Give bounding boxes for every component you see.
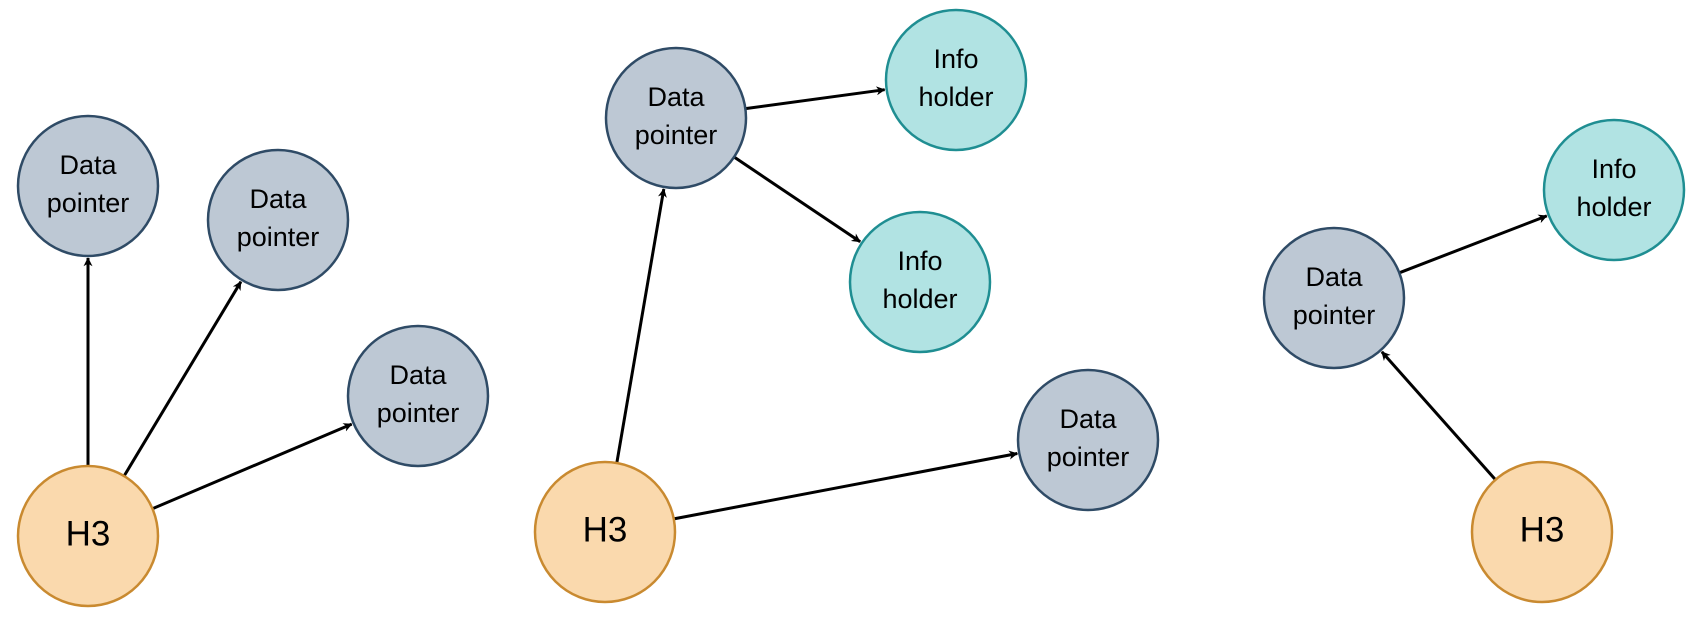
diagram-3-arrow-dp1-to-ih1 — [1398, 214, 1548, 275]
h3-circle — [533, 460, 677, 604]
data-pointer-circle — [604, 46, 748, 190]
info-holder-circle — [884, 8, 1028, 152]
diagram-1-h3-node: H3 — [16, 464, 160, 608]
data-pointer-label-line: Data — [1305, 262, 1363, 292]
diagram-2-info-holder-node: Info holder — [848, 210, 992, 354]
info-holder-label-line: holder — [1576, 192, 1651, 222]
diagram-1-data-pointer-node: Data pointer — [206, 148, 350, 292]
diagram-3-data-pointer-node: Data pointer — [1262, 226, 1406, 370]
data-pointer-circle — [1262, 226, 1406, 370]
diagram-2-h3-node: H3 — [533, 460, 677, 604]
info-holder-label-line: Info — [933, 44, 978, 74]
info-holder-circle — [848, 210, 992, 354]
diagram-3-h3-node: H3 — [1470, 460, 1614, 604]
data-pointer-label-line: pointer — [1047, 442, 1130, 472]
data-pointer-label-line: Data — [1059, 404, 1117, 434]
data-pointer-circle — [16, 114, 160, 258]
diagram-2-arrow-dp1-to-ih2 — [733, 155, 862, 244]
h3-label-line: H3 — [1520, 510, 1565, 549]
h3-circle — [16, 464, 160, 608]
diagram-1-data-pointer-node: Data pointer — [346, 324, 490, 468]
diagram-2-info-holder-node: Info holder — [884, 8, 1028, 152]
data-pointer-label-line: pointer — [635, 120, 718, 150]
data-pointer-label-line: pointer — [1293, 300, 1376, 330]
data-pointer-label-line: Data — [389, 360, 447, 390]
info-holder-label-line: Info — [1591, 154, 1636, 184]
data-pointer-circle — [206, 148, 350, 292]
edges-layer — [83, 86, 1548, 521]
diagram-2-arrow-dp1-to-ih1 — [745, 86, 886, 111]
diagram-2-arrow-h3-to-dp1 — [615, 188, 667, 464]
h3-circle — [1470, 460, 1614, 604]
h3-label-line: H3 — [66, 514, 111, 553]
diagram-2-arrow-h3-to-dp2 — [673, 450, 1019, 521]
data-pointer-label-line: pointer — [47, 188, 130, 218]
info-holder-label-line: holder — [918, 82, 993, 112]
diagram-1-arrow-h3-to-dp2 — [122, 280, 243, 477]
data-pointer-label-line: pointer — [377, 398, 460, 428]
data-pointer-label-line: Data — [249, 184, 307, 214]
info-holder-label-line: Info — [897, 246, 942, 276]
diagram-2-data-pointer-node: Data pointer — [604, 46, 748, 190]
data-pointer-circle — [346, 324, 490, 468]
diagram-1-data-pointer-node: Data pointer — [16, 114, 160, 258]
h3-label-line: H3 — [583, 510, 628, 549]
data-pointer-circle — [1016, 368, 1160, 512]
info-holder-circle — [1542, 118, 1686, 262]
info-holder-label-line: holder — [882, 284, 957, 314]
data-pointer-label-line: Data — [59, 150, 117, 180]
diagram-2-data-pointer-node: Data pointer — [1016, 368, 1160, 512]
diagram-1-arrow-h3-to-dp3 — [151, 422, 353, 511]
data-pointer-label-line: pointer — [237, 222, 320, 252]
data-pointer-label-line: Data — [647, 82, 705, 112]
diagram-3-info-holder-node: Info holder — [1542, 118, 1686, 262]
diagram-3-arrow-h3-to-dp1 — [1380, 350, 1497, 481]
